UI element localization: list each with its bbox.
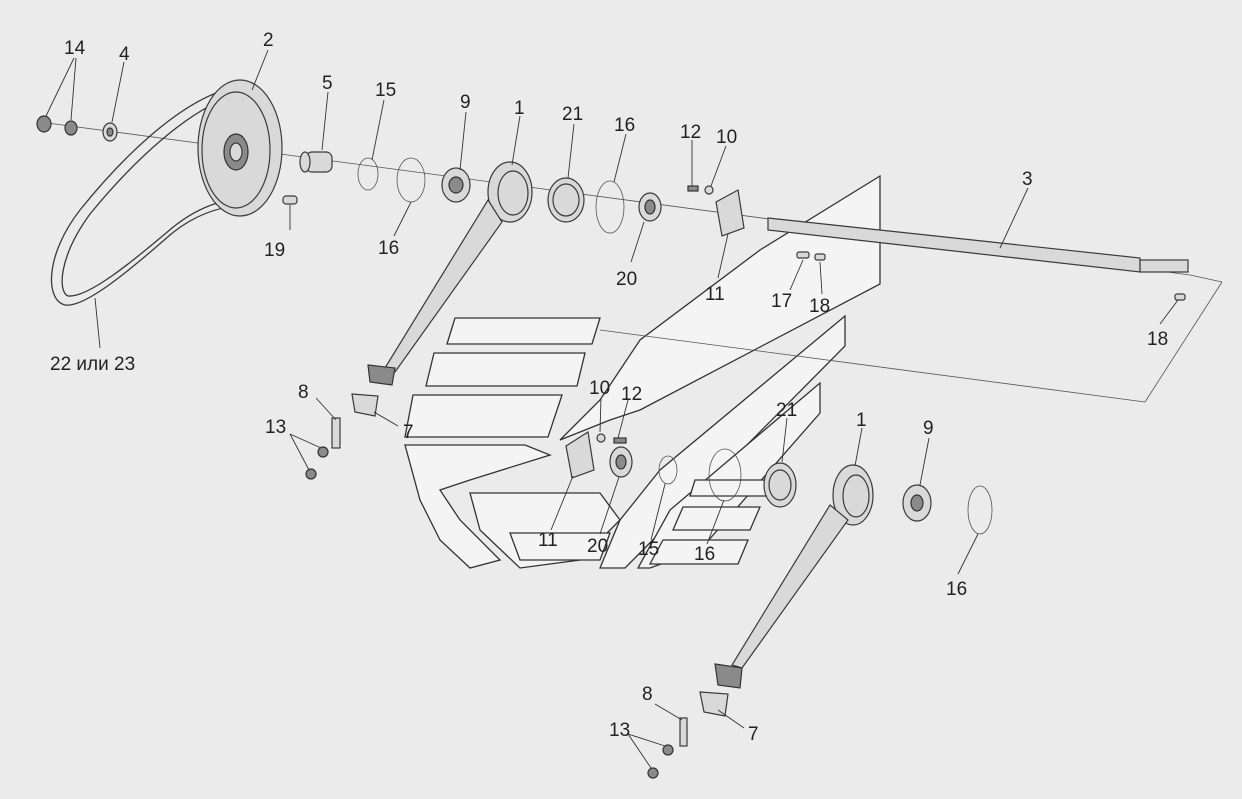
- callout-21-bottom: 21: [776, 400, 797, 421]
- callout-20-bottom: 20: [587, 536, 608, 557]
- shaft: [767, 217, 1189, 301]
- pulley: [197, 79, 283, 217]
- callout-16-top: 16: [614, 115, 635, 136]
- callout-16-bottom-right: 16: [946, 579, 967, 600]
- callout-1-bottom: 1: [856, 410, 867, 431]
- top-row-parts: [36, 115, 745, 237]
- callout-21-top: 21: [562, 104, 583, 125]
- callout-4: 4: [119, 44, 130, 65]
- callout-20-top: 20: [616, 269, 637, 290]
- callout-10-top: 10: [716, 127, 737, 148]
- callout-8-bottom: 8: [642, 684, 653, 705]
- callout-13-top: 13: [265, 417, 286, 438]
- callout-18-left: 18: [809, 296, 830, 317]
- lower-assembly-parts: [565, 431, 993, 779]
- callout-11-top: 11: [705, 284, 725, 305]
- callout-17: 17: [771, 291, 792, 312]
- callout-7-bottom: 7: [748, 724, 759, 745]
- callout-labels: 14 4 2 5 15 9 1 21 16 12 10 3 19 16 20 1…: [50, 30, 1168, 745]
- callout-1-top: 1: [514, 98, 525, 119]
- callout-16-bottom-left: 16: [694, 544, 715, 565]
- background-logo: [404, 174, 881, 569]
- callout-3: 3: [1022, 169, 1033, 190]
- callout-15-bottom: 15: [638, 539, 659, 560]
- callout-12-top: 12: [680, 122, 701, 143]
- callout-9-bottom: 9: [923, 418, 934, 439]
- callout-14: 14: [64, 38, 86, 59]
- callout-19: 19: [264, 240, 285, 261]
- callout-18-right: 18: [1147, 329, 1168, 350]
- callout-12-bottom: 12: [621, 384, 642, 405]
- v-belt: [50, 87, 253, 306]
- callout-5: 5: [322, 73, 333, 94]
- callout-22-or-23: 22 или 23: [50, 354, 135, 375]
- callout-11-bottom: 11: [538, 530, 558, 551]
- callout-16-mid: 16: [378, 238, 399, 259]
- callout-8-top: 8: [298, 382, 309, 403]
- callout-2: 2: [263, 30, 274, 51]
- callout-7-top: 7: [403, 422, 414, 443]
- callout-10-bottom: 10: [589, 378, 610, 399]
- leader-lines: [45, 49, 1179, 769]
- callout-9-top: 9: [460, 92, 471, 113]
- callout-15-top: 15: [375, 80, 396, 101]
- callout-13-bottom: 13: [609, 720, 630, 741]
- arm-upper: [305, 161, 533, 480]
